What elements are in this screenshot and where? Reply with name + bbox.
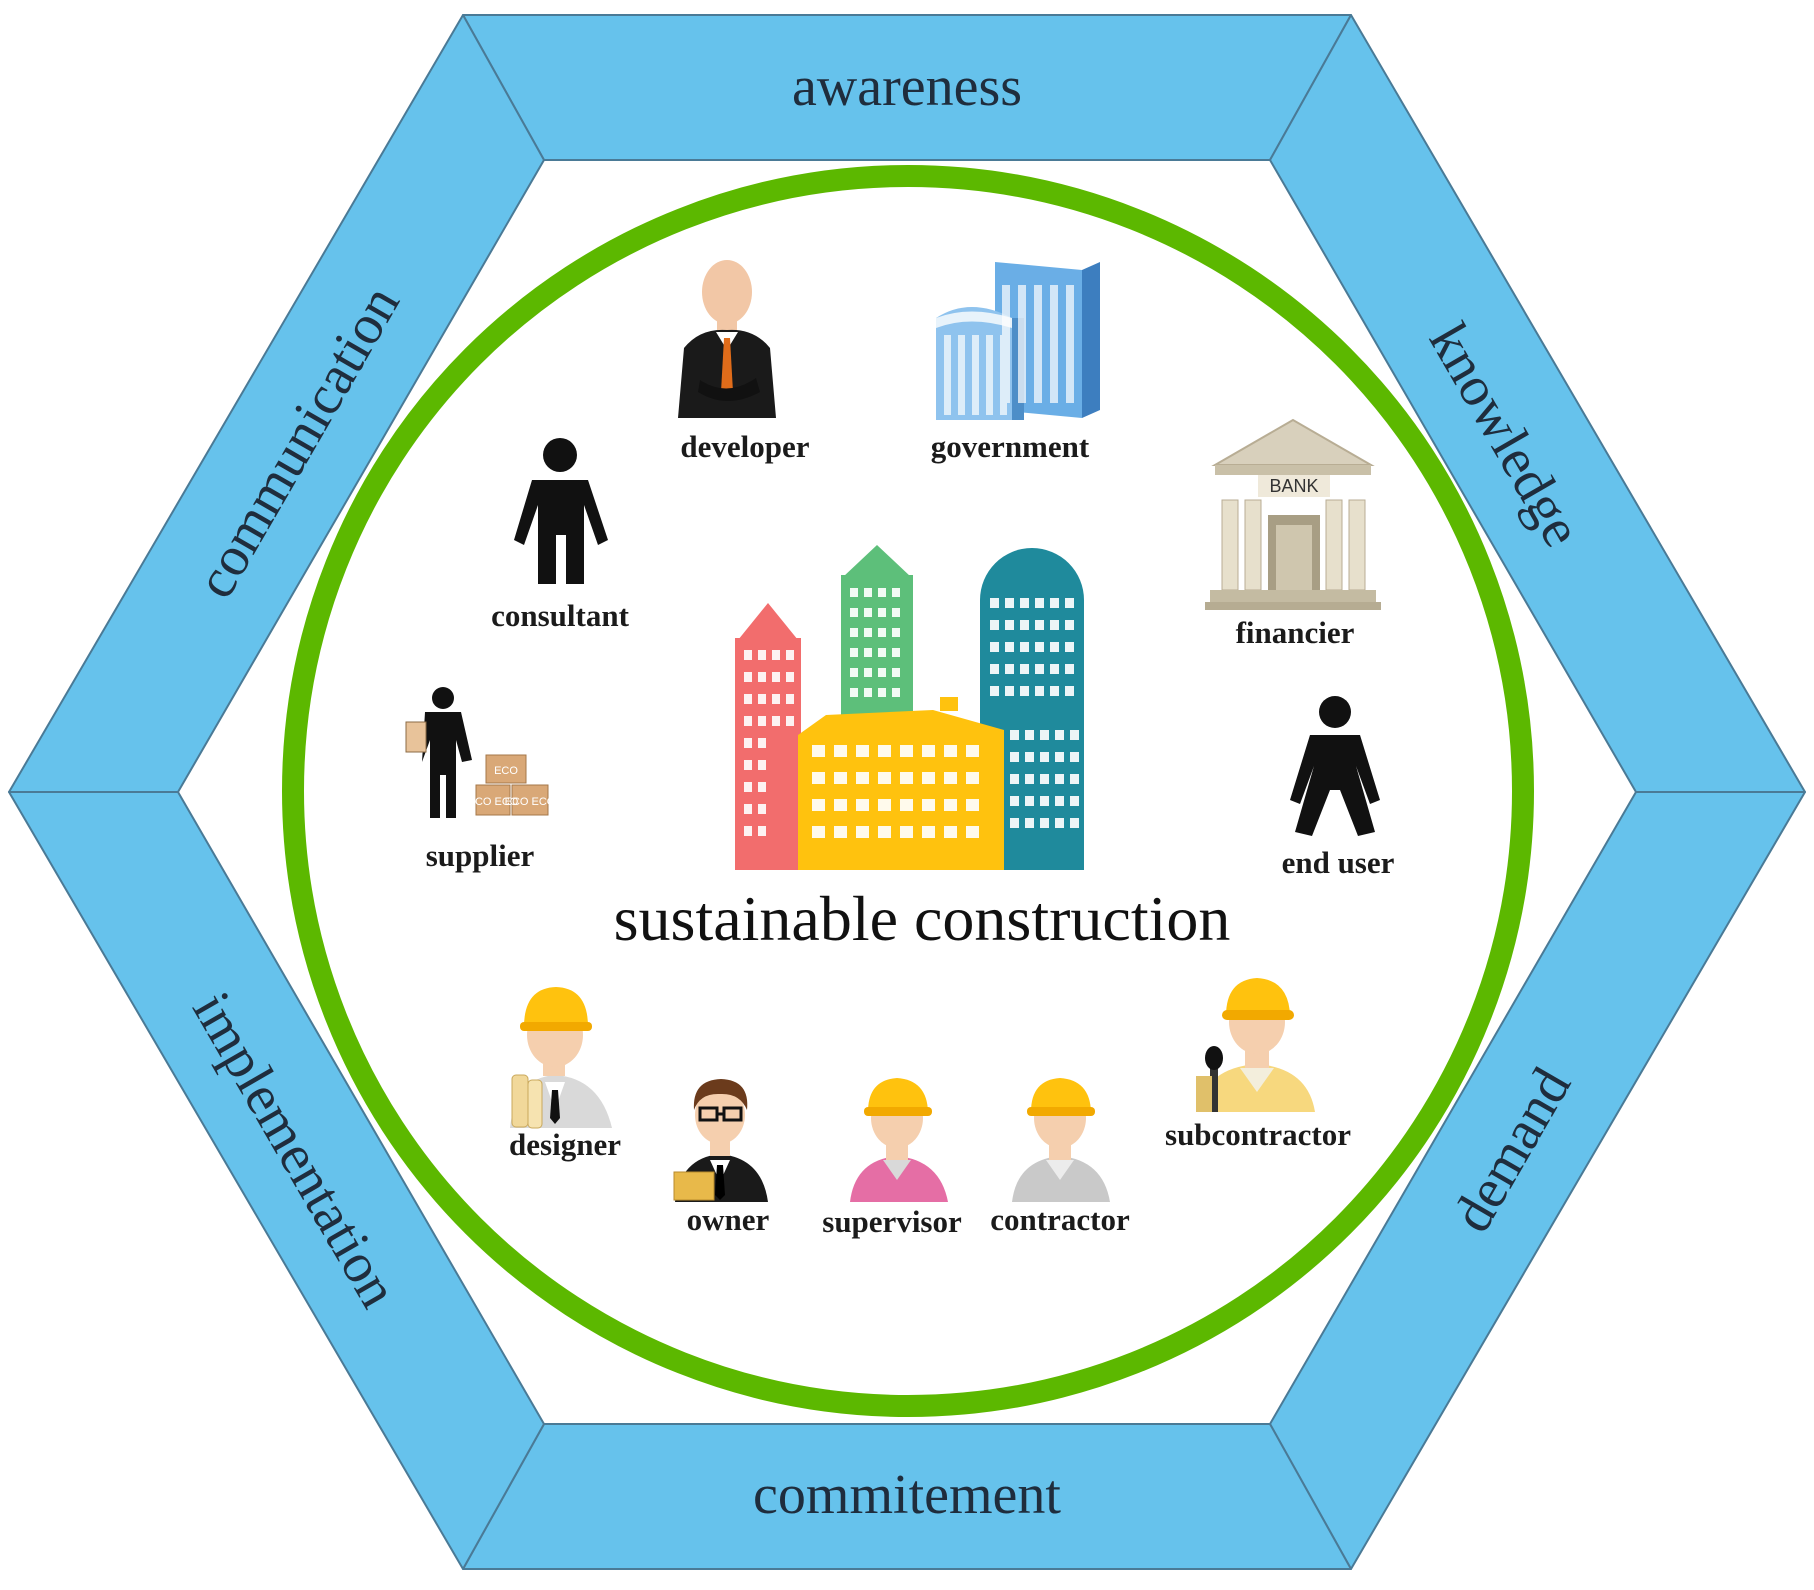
label-awareness: awareness	[792, 56, 1022, 118]
box-left-text: ECO ECO	[468, 796, 519, 808]
supervisor-icon	[850, 1078, 948, 1202]
label-financier: financier	[1236, 615, 1355, 650]
financier-icon: BANK	[1205, 418, 1381, 610]
owner-icon	[673, 1079, 768, 1202]
label-consultant: consultant	[491, 598, 629, 633]
subcontractor-icon	[1196, 978, 1315, 1112]
label-supervisor: supervisor	[822, 1204, 962, 1239]
hexagon-frame	[8, 14, 1806, 1570]
supplier-icon: ECO ECO ECO ECO ECO	[405, 687, 556, 818]
box-top-text: ECO	[494, 765, 518, 777]
label-contractor: contractor	[990, 1202, 1130, 1237]
label-owner: owner	[687, 1202, 770, 1237]
end-user-icon	[1290, 696, 1380, 836]
center-title: sustainable construction	[614, 883, 1231, 954]
bank-sign: BANK	[1269, 476, 1318, 496]
government-icon	[936, 262, 1100, 420]
buildings-icon	[735, 545, 1084, 870]
consultant-icon	[514, 438, 608, 584]
label-subcontractor: subcontractor	[1165, 1117, 1351, 1152]
label-end-user: end user	[1282, 845, 1395, 880]
label-designer: designer	[509, 1127, 621, 1162]
designer-icon	[510, 987, 612, 1129]
contractor-icon	[1012, 1078, 1110, 1202]
panel-upper-left	[8, 14, 545, 793]
label-supplier: supplier	[426, 838, 535, 873]
box-right-text: ECO ECO	[505, 796, 556, 808]
label-commitement: commitement	[753, 1464, 1061, 1526]
label-government: government	[931, 429, 1090, 464]
developer-icon	[678, 260, 776, 418]
label-developer: developer	[680, 429, 809, 464]
